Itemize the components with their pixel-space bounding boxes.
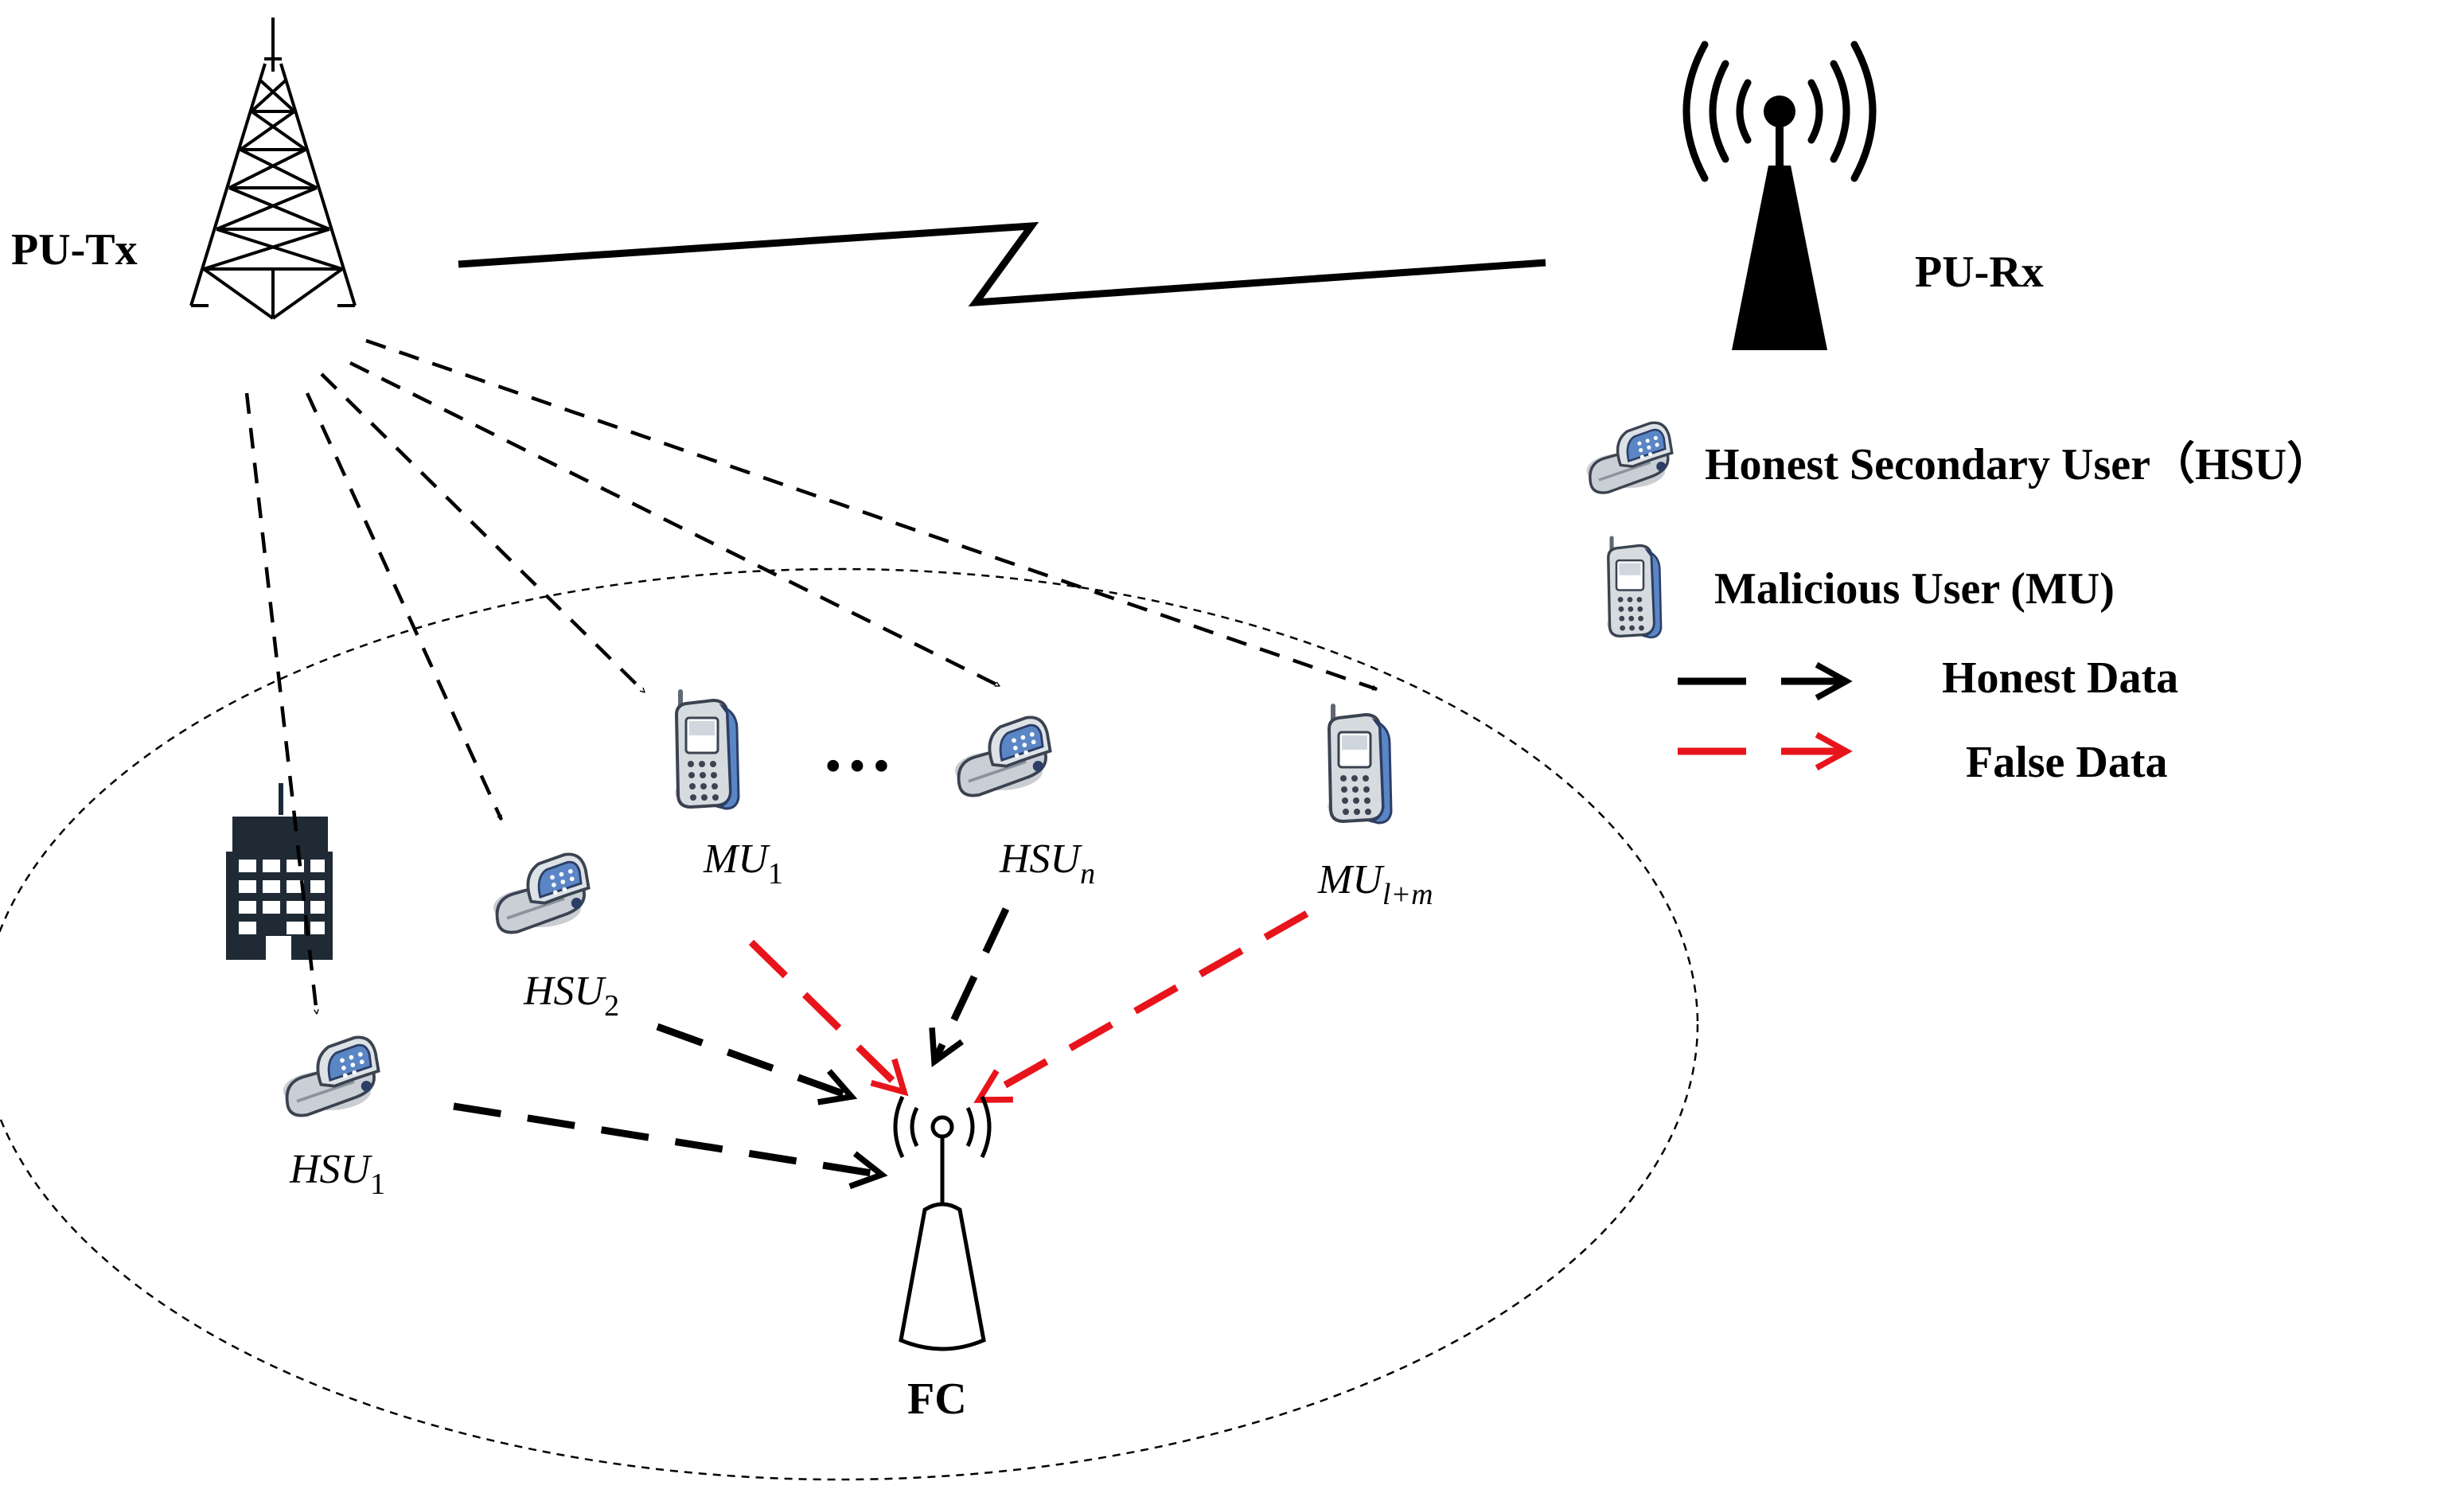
fc-antenna-icon bbox=[893, 1095, 992, 1351]
legend: Honest Secondary User（HSU） Malicious Use… bbox=[1585, 421, 2331, 787]
hsu1-phone-icon bbox=[281, 1035, 380, 1117]
pu-rx-label: PU-Rx bbox=[1915, 248, 2044, 297]
legend-mu-label: Malicious User (MU) bbox=[1714, 564, 2115, 614]
primary-link-bolt bbox=[458, 221, 1546, 307]
pu-tx-label: PU-Tx bbox=[11, 225, 138, 275]
report-mulm-fc bbox=[973, 910, 1309, 1103]
hsu2-phone-icon bbox=[492, 852, 591, 934]
sensing-link-mu1 bbox=[320, 372, 646, 694]
hsun-phone-icon bbox=[953, 715, 1052, 797]
fc-label: FC bbox=[907, 1374, 967, 1424]
pu-rx-antenna-icon bbox=[1682, 41, 1877, 350]
ellipsis-dots: … bbox=[821, 708, 893, 786]
sensing-link-hsun bbox=[349, 361, 1000, 688]
hsu2-label: HSU2 bbox=[523, 969, 619, 1023]
legend-hsu-label: Honest Secondary User（HSU） bbox=[1705, 439, 2331, 489]
hsun-label: HSUn bbox=[999, 836, 1095, 891]
mulm-phone-icon bbox=[1326, 702, 1393, 825]
report-hsun-fc bbox=[929, 907, 1010, 1067]
legend-honest-label: Honest Data bbox=[1942, 653, 2178, 703]
report-mu1-fc bbox=[748, 939, 909, 1097]
report-hsu1-fc bbox=[453, 1102, 888, 1190]
legend-hsu-icon bbox=[1585, 421, 1674, 494]
legend-false-label: False Data bbox=[1966, 738, 2168, 787]
pu-tx-tower-icon bbox=[189, 18, 357, 320]
coverage-ellipse bbox=[0, 567, 1698, 1481]
mulm-label: MUl+m bbox=[1317, 857, 1433, 911]
hsu1-label: HSU1 bbox=[289, 1147, 385, 1201]
report-hsu2-fc bbox=[656, 1023, 858, 1105]
sensing-link-hsu2 bbox=[305, 392, 504, 820]
sensing-links bbox=[244, 338, 1377, 1014]
legend-mu-icon bbox=[1605, 534, 1663, 639]
mu1-label: MU1 bbox=[703, 836, 783, 891]
report-links bbox=[453, 907, 1309, 1190]
sensing-link-mulm bbox=[365, 338, 1377, 692]
building-icon bbox=[226, 783, 333, 960]
mu1-phone-icon bbox=[673, 688, 740, 810]
